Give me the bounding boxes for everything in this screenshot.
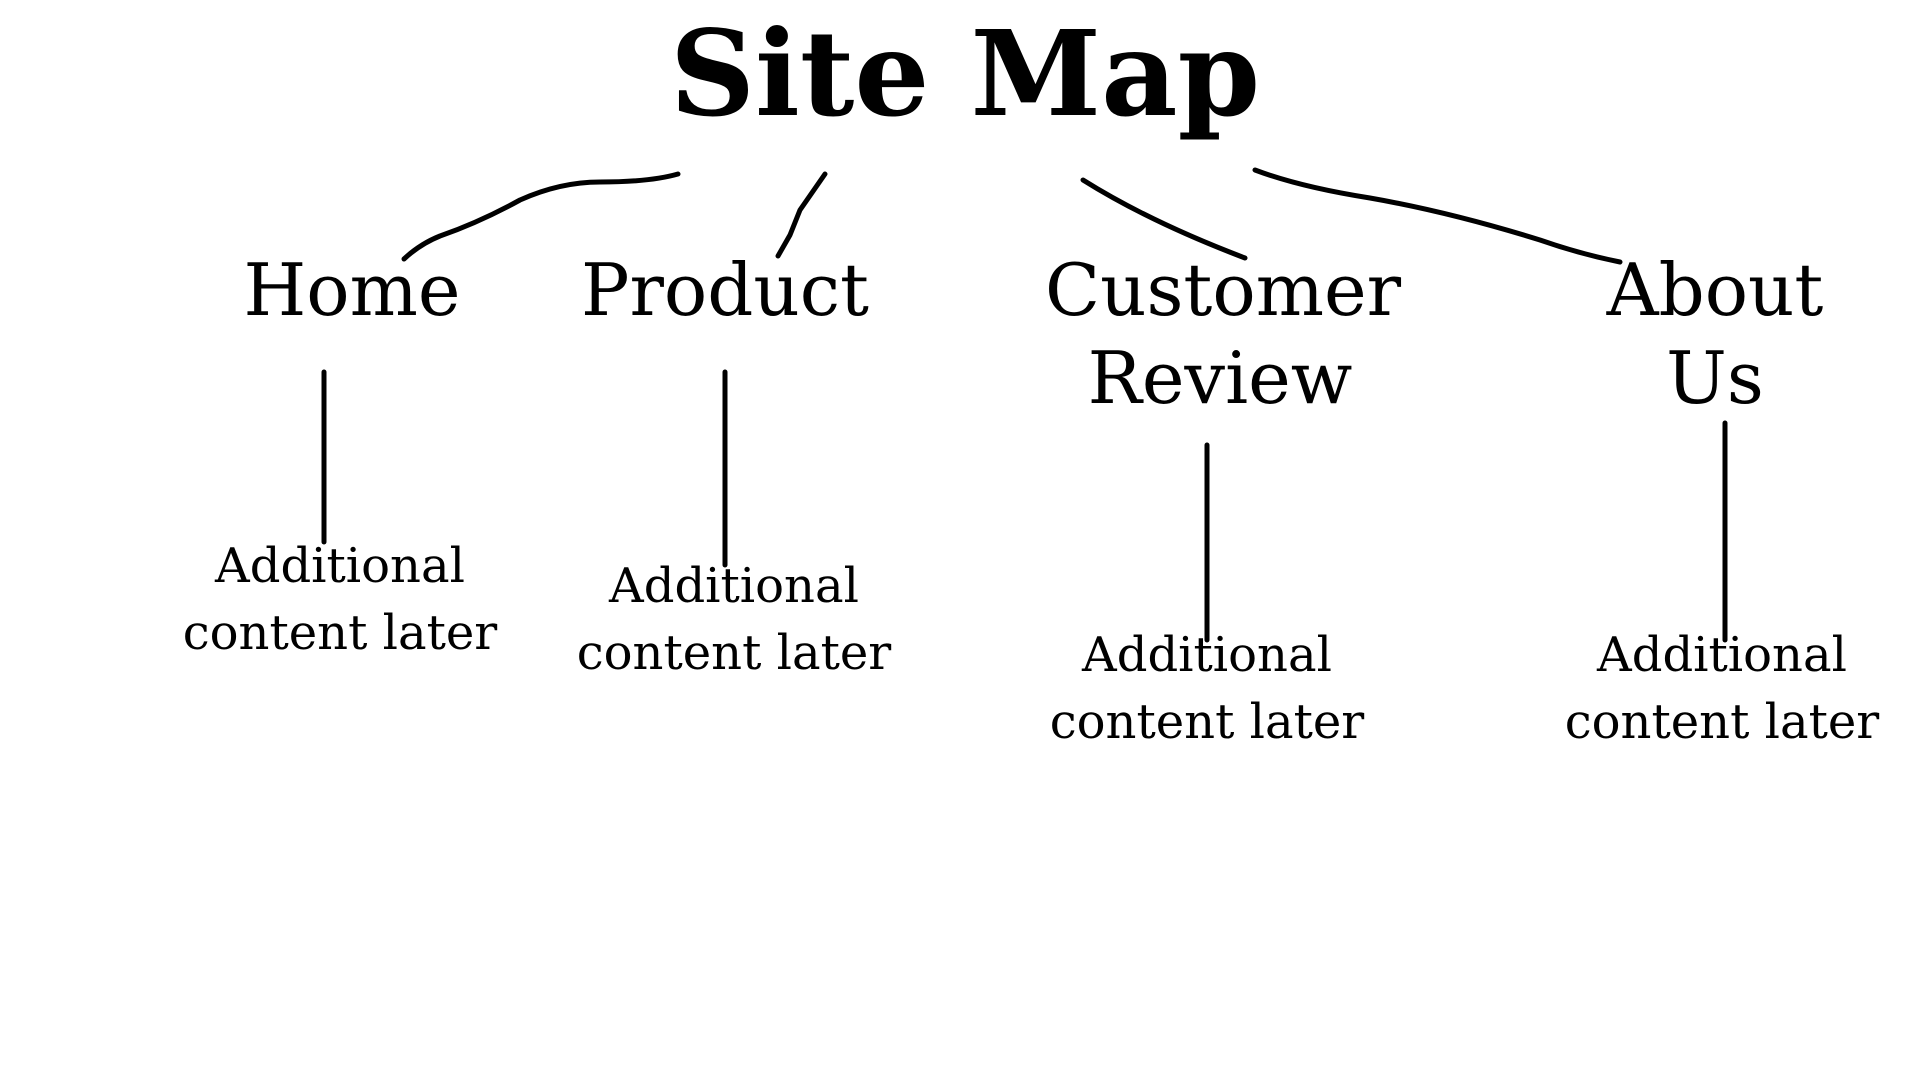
node-home-label: Home bbox=[243, 248, 461, 332]
node-about-us: About Us bbox=[1585, 246, 1845, 422]
page-title: Site Map bbox=[669, 4, 1261, 143]
connector-title-product bbox=[775, 171, 828, 259]
sub-product: Additional content later bbox=[574, 553, 894, 687]
sub-about-us-line-2: content later bbox=[1564, 694, 1880, 750]
sub-customer-review-line-2: content later bbox=[1049, 694, 1365, 750]
node-product-label: Product bbox=[581, 248, 869, 332]
sub-about-us: Additional content later bbox=[1562, 622, 1882, 756]
sub-customer-review-line-1: Additional bbox=[1082, 627, 1332, 683]
node-customer-review-label-line-1: Customer bbox=[1045, 248, 1401, 332]
sub-home-line-1: Additional bbox=[215, 538, 465, 594]
sub-product-line-2: content later bbox=[576, 625, 892, 681]
sub-home: Additional content later bbox=[180, 533, 500, 667]
node-home: Home bbox=[222, 246, 482, 334]
node-product: Product bbox=[580, 246, 870, 334]
sub-about-us-line-1: Additional bbox=[1597, 627, 1847, 683]
node-about-us-label-line-2: Us bbox=[1666, 336, 1764, 420]
sub-product-line-1: Additional bbox=[609, 558, 859, 614]
node-customer-review-label-line-2: Review bbox=[1087, 336, 1353, 420]
node-customer-review: Customer Review bbox=[1045, 246, 1401, 422]
sub-customer-review: Additional content later bbox=[1047, 622, 1367, 756]
node-about-us-label-line-1: About bbox=[1606, 248, 1824, 332]
sub-home-line-2: content later bbox=[182, 605, 498, 661]
